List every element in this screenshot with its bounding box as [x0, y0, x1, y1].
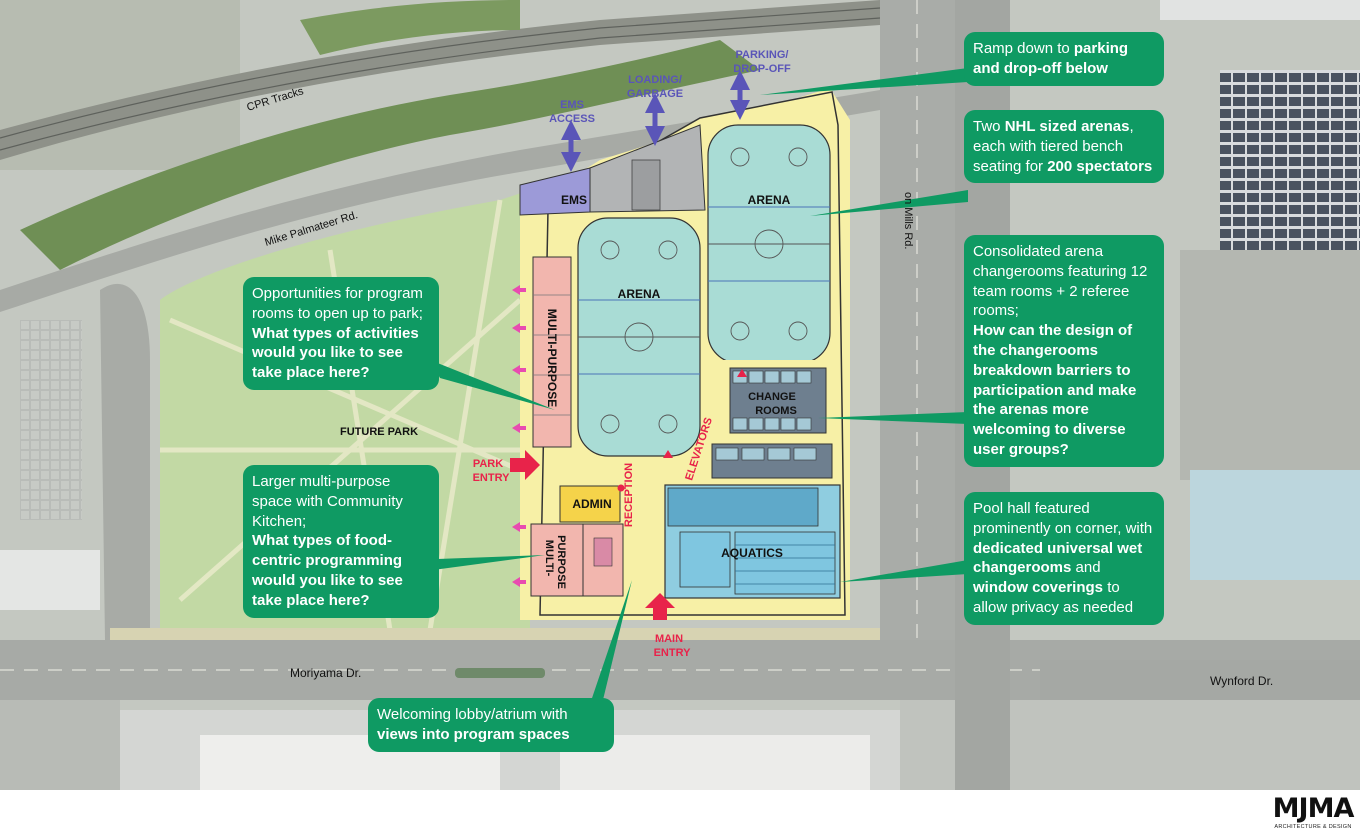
callout-arenas-text-2: , each with tiered bench seating for — [973, 118, 1134, 175]
aquatics-label: AQUATICS — [721, 546, 783, 560]
main-entry-arrow — [645, 593, 675, 620]
multipurpose-bottom-label-2: PURPOSE — [555, 535, 567, 589]
ems-room — [519, 167, 591, 216]
callout-kitchen: Larger multi-purpose space with Communit… — [243, 465, 439, 618]
cpr-tracks — [0, 0, 880, 160]
callout-changerooms-bold: How can the design of the changerooms br… — [973, 322, 1137, 458]
callout-pool-text-3: to allow privacy as needed — [973, 579, 1134, 616]
aerial-building — [1190, 470, 1360, 580]
callout-arenas-bold-2: 200 spectators — [1047, 157, 1153, 175]
multipurpose-top-label: MULTI-PURPOSE — [545, 309, 559, 407]
ems-access-label-2: ACCESS — [549, 113, 595, 125]
parking-label-2: DROP-OFF — [733, 63, 791, 75]
median — [455, 668, 545, 678]
callout-lobby-text: Welcoming lobby/atrium with — [377, 706, 568, 723]
callout-ramp-bold: parking and drop-off below — [973, 40, 1129, 77]
callout-changerooms-text: Consolidated arena changerooms featuring… — [973, 243, 1148, 320]
logo-subtitle: ARCHITECTURE & DESIGN — [1274, 824, 1352, 830]
curved-road — [100, 283, 150, 640]
callout-ramp: Ramp down to parking and drop-off below — [964, 32, 1164, 86]
park-entry-arrow — [510, 450, 540, 480]
callout-program-rooms-text: Opportunities for program rooms to open … — [252, 285, 423, 322]
main-entry-label-2: ENTRY — [654, 647, 692, 659]
callout-pointers — [410, 68, 968, 704]
admin-label: ADMIN — [572, 497, 611, 511]
callout-pool-text-2: and — [1071, 559, 1101, 577]
callout-program-rooms: Opportunities for program rooms to open … — [243, 277, 439, 390]
callout-program-rooms-bold: What types of activities would you like … — [252, 324, 419, 382]
sidewalk — [110, 628, 880, 640]
future-park-label: FUTURE PARK — [340, 426, 418, 438]
multipurpose-bottom-label-1: MULTI- — [543, 540, 555, 577]
main-entry-label-1: MAIN — [655, 633, 683, 645]
callout-pool-text: Pool hall featured prominently on corner… — [973, 500, 1153, 537]
parking-label-1: PARKING/ — [736, 49, 789, 61]
change-rooms-label-1: CHANGE — [748, 391, 796, 403]
park-entry-label-2: ENTRY — [473, 472, 511, 484]
aerial-building — [0, 550, 100, 610]
solar-roof — [1220, 70, 1360, 250]
mjma-logo: MJMA ARCHITECTURE & DESIGN — [1272, 793, 1355, 830]
callout-arenas: Two NHL sized arenas, each with tiered b… — [964, 110, 1164, 184]
arena-left-label: ARENA — [618, 287, 661, 301]
change-rooms-label-2: ROOMS — [755, 405, 797, 417]
arena-right-label: ARENA — [748, 193, 791, 207]
aerial-block — [0, 700, 120, 790]
callout-kitchen-text: Larger multi-purpose space with Communit… — [252, 473, 403, 530]
park-access-arrows — [512, 285, 526, 587]
wynford-label: Wynford Dr. — [1210, 674, 1273, 688]
moriyama-label: Moriyama Dr. — [290, 666, 361, 680]
logo-mark: MJMA — [1272, 793, 1355, 824]
tree-canopy — [20, 40, 760, 270]
loading-label-1: LOADING/ — [628, 74, 682, 86]
park-entry-label-1: PARK — [473, 458, 503, 470]
callout-kitchen-bold: What types of food-centric programming w… — [252, 532, 403, 609]
site-plan: EMS ARENA ARENA MULTI-PURPOSE CHANGE ROO… — [0, 0, 1360, 790]
multipurpose-bottom — [530, 523, 584, 597]
admin-room — [559, 485, 621, 523]
callout-arenas-text: Two — [973, 118, 1005, 135]
don-mills-label: on Mills Rd. — [902, 192, 914, 249]
callout-pool: Pool hall featured prominently on corner… — [964, 492, 1164, 625]
tree-canopy — [300, 0, 520, 55]
ems-label: EMS — [561, 193, 587, 207]
callout-changerooms: Consolidated arena changerooms featuring… — [964, 235, 1164, 467]
callout-arenas-bold: NHL sized arenas — [1004, 118, 1130, 135]
callout-lobby-bold: views into program spaces — [377, 725, 570, 743]
callout-pool-bold-2: window coverings — [973, 579, 1104, 597]
callout-lobby: Welcoming lobby/atrium with views into p… — [368, 698, 614, 752]
aerial-block — [1180, 250, 1360, 480]
wynford-road — [1040, 660, 1360, 700]
reception-label: RECEPTION — [623, 463, 635, 527]
ems-access-label-1: EMS — [560, 99, 584, 111]
callout-ramp-text: Ramp down to — [973, 40, 1074, 57]
callout-pool-bold: dedicated universal wet changerooms — [973, 539, 1143, 577]
loading-label-2: GARBAGE — [627, 88, 683, 100]
aerial-building — [20, 320, 82, 520]
aerial-building — [1160, 0, 1360, 20]
